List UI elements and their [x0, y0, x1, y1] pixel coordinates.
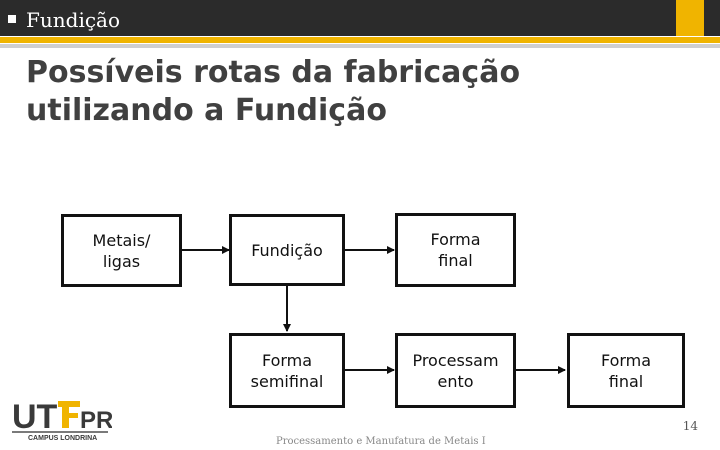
- box-processamento: Processam ento: [395, 333, 516, 408]
- header-accent-block: [676, 0, 704, 36]
- box-forma-semifinal-line-2: semifinal: [250, 371, 324, 391]
- section-title: Fundição: [8, 6, 120, 34]
- box-forma-semifinal: Forma semifinal: [229, 333, 345, 408]
- box-processamento-line-1: Processam: [412, 350, 499, 370]
- box-forma-final-top: Forma final: [395, 213, 516, 287]
- box-forma-semifinal-line-1: Forma: [261, 350, 313, 370]
- box-metais-ligas: Metais/ ligas: [61, 214, 182, 287]
- slide-title-line-1: Possíveis rotas da fabricação: [26, 55, 521, 90]
- box-forma-final-bottom: Forma final: [567, 333, 685, 408]
- box-fundicao: Fundição: [229, 214, 345, 286]
- header-underline-gray: [0, 44, 720, 48]
- box-forma-final-top-line-1: Forma: [430, 230, 481, 249]
- footer-course-name: Processamento e Manufatura de Metais I: [276, 436, 486, 447]
- box-processamento-line-2: ento: [437, 371, 474, 391]
- slide-title-line-2: utilizando a Fundição: [26, 93, 387, 128]
- svg-text:UT: UT: [12, 398, 58, 436]
- logo-campus-text: CAMPUS LONDRINA: [28, 435, 97, 442]
- slide-title: Possíveis rotas da fabricação utilizando…: [26, 54, 686, 130]
- header-underline-yellow: [0, 37, 720, 43]
- page-number: 14: [682, 419, 698, 433]
- utfpr-logo: UT PR CAMPUS LONDRINA: [12, 398, 112, 442]
- box-forma-final-bottom-line-1: Forma: [600, 350, 652, 370]
- svg-text:PR: PR: [80, 407, 112, 434]
- bullet-square-icon: [8, 14, 16, 23]
- box-forma-final-bottom-line-2: final: [608, 371, 644, 391]
- box-forma-final-top-line-2: final: [438, 251, 473, 270]
- section-title-text: Fundição: [26, 8, 121, 32]
- box-fundicao-line-1: Fundição: [251, 240, 323, 260]
- header-bar: [0, 0, 720, 36]
- box-metais-ligas-line-2: ligas: [102, 251, 141, 271]
- box-metais-ligas-line-1: Metais/: [92, 230, 151, 250]
